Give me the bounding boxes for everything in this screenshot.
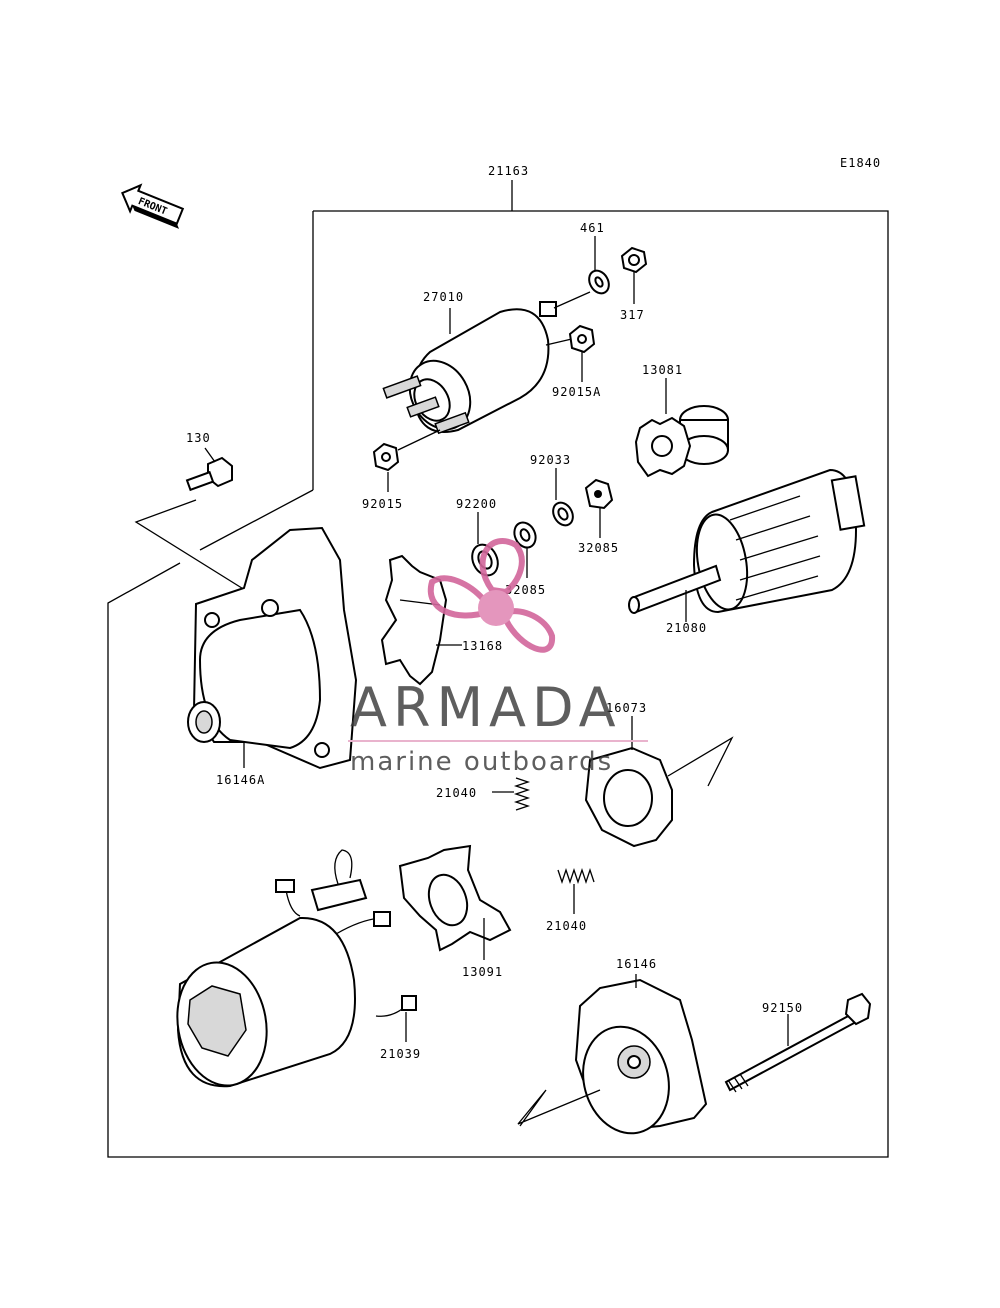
label-solenoid: 27010 [423,290,464,304]
label-through-bolt: 92150 [762,1001,803,1015]
label-packing-32085-right: 32085 [578,541,619,555]
packing-32085-center [513,521,537,578]
rear-cover [517,974,708,1135]
label-assembly: 21163 [488,164,529,178]
washer-92033 [552,468,574,527]
yoke-field-coil [176,849,417,1088]
watermark-logo-icon [427,538,555,653]
label-front-housing: 16146A [216,773,265,787]
label-nut-92015A: 92015A [552,385,601,399]
packing-32085-right [584,478,614,538]
front-housing [187,526,358,770]
label-spring-right: 21040 [546,919,587,933]
nut-92015A [568,324,596,382]
nut-317 [620,246,648,304]
label-washer-92200: 92200 [456,497,497,511]
armature [628,468,866,622]
label-rear-cover: 16146 [616,957,657,971]
label-brush-holder: 13091 [462,965,503,979]
label-brush: 21039 [380,1047,421,1061]
assembly-outline [107,180,889,1158]
label-spring-left: 21040 [436,786,477,800]
label-washer-92033: 92033 [530,453,571,467]
bolt-130 [134,447,246,591]
label-bolt-130: 130 [186,431,211,445]
through-bolt [724,992,872,1093]
solenoid-switch [382,291,591,435]
overrunning-clutch [634,378,729,478]
shift-lever [380,554,462,686]
label-nut-317: 317 [620,308,645,322]
label-lever: 13168 [462,639,503,653]
label-armature: 21080 [666,621,707,635]
spring-21040-right [557,867,595,914]
washer-461 [588,236,610,295]
brush-plate [584,716,734,848]
label-clutch: 13081 [642,363,683,377]
brush-holder [398,844,512,960]
label-nut-92015: 92015 [362,497,403,511]
watermark-tagline: marine outboards [350,747,613,777]
label-plate: 16073 [606,701,647,715]
label-washer-461: 461 [580,221,605,235]
nut-92015 [372,429,441,492]
spring-21040-left [492,777,531,811]
watermark-brand: ARMADA [350,676,622,739]
front-arrow-icon: FRONT [121,183,185,229]
diagram-code: E1840 [840,156,881,170]
